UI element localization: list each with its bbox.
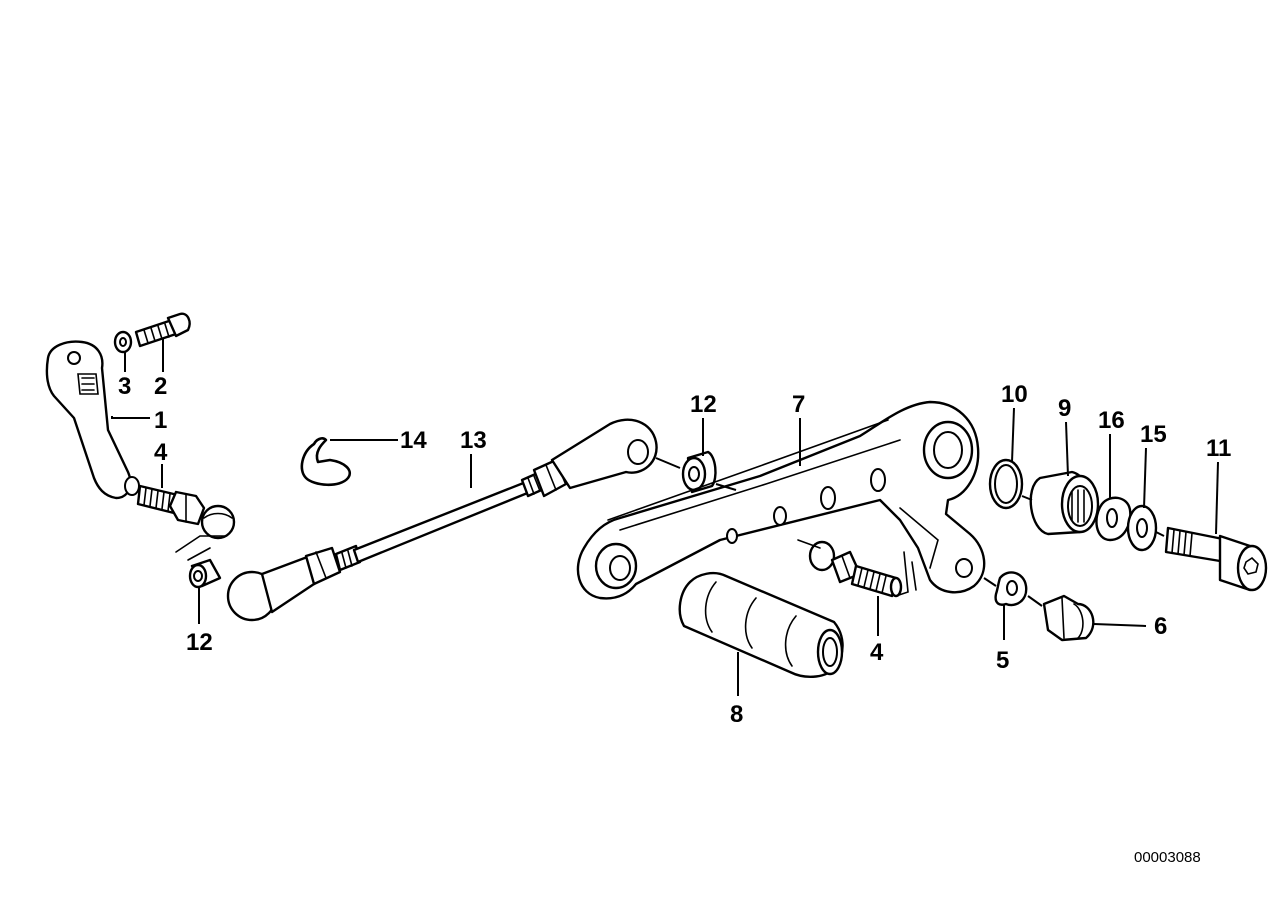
callout-4-right: 4 [870, 639, 884, 666]
part-9-bearing-bush[interactable] [1029, 470, 1100, 536]
callout-11: 11 [1206, 435, 1231, 462]
part-7-footrest-bracket[interactable] [576, 400, 986, 600]
leader-lines [111, 338, 1219, 696]
part-6-acorn-nut[interactable] [1042, 594, 1095, 642]
callout-15: 15 [1140, 421, 1167, 448]
callout-12-right: 12 [690, 391, 717, 418]
part-11-socket-head-bolt[interactable] [1164, 526, 1268, 592]
diagram-reference-number: 00003088 [1134, 849, 1201, 866]
part-2-bolt[interactable] [134, 312, 191, 348]
part-13-shift-rod[interactable] [226, 418, 658, 622]
part-10-o-ring[interactable] [988, 458, 1024, 510]
part-12-bushing-left[interactable] [188, 558, 222, 589]
callout-16: 16 [1098, 407, 1125, 434]
alignment-marks-left [175, 535, 227, 561]
callout-12-left: 12 [186, 629, 213, 656]
part-12-bushing-right[interactable] [681, 450, 717, 494]
part-3-washer[interactable] [113, 330, 133, 354]
callout-6: 6 [1154, 613, 1167, 640]
part-4-ball-stud-right[interactable] [808, 540, 903, 598]
part-15-washer[interactable] [1126, 504, 1158, 552]
part-14-spring-clip[interactable] [300, 437, 351, 487]
callout-4-left: 4 [154, 439, 168, 466]
callout-13: 13 [460, 427, 487, 454]
callout-5: 5 [996, 647, 1009, 674]
part-4-ball-stud-left[interactable] [136, 484, 236, 540]
callout-1: 1 [154, 407, 167, 434]
callout-10: 10 [1001, 381, 1028, 408]
part-16-tab-washer[interactable] [1095, 496, 1132, 542]
callout-labels: 1 2 3 4 4 5 6 7 8 9 10 11 12 12 13 14 15… [118, 373, 1231, 728]
callout-9: 9 [1058, 395, 1071, 422]
callout-14: 14 [400, 427, 427, 454]
part-8-foot-peg-rubber[interactable] [678, 571, 844, 678]
callout-2: 2 [154, 373, 167, 400]
part-5-tab-washer[interactable] [994, 571, 1028, 607]
callout-8: 8 [730, 701, 743, 728]
callout-7: 7 [792, 391, 805, 418]
callout-3: 3 [118, 373, 131, 400]
